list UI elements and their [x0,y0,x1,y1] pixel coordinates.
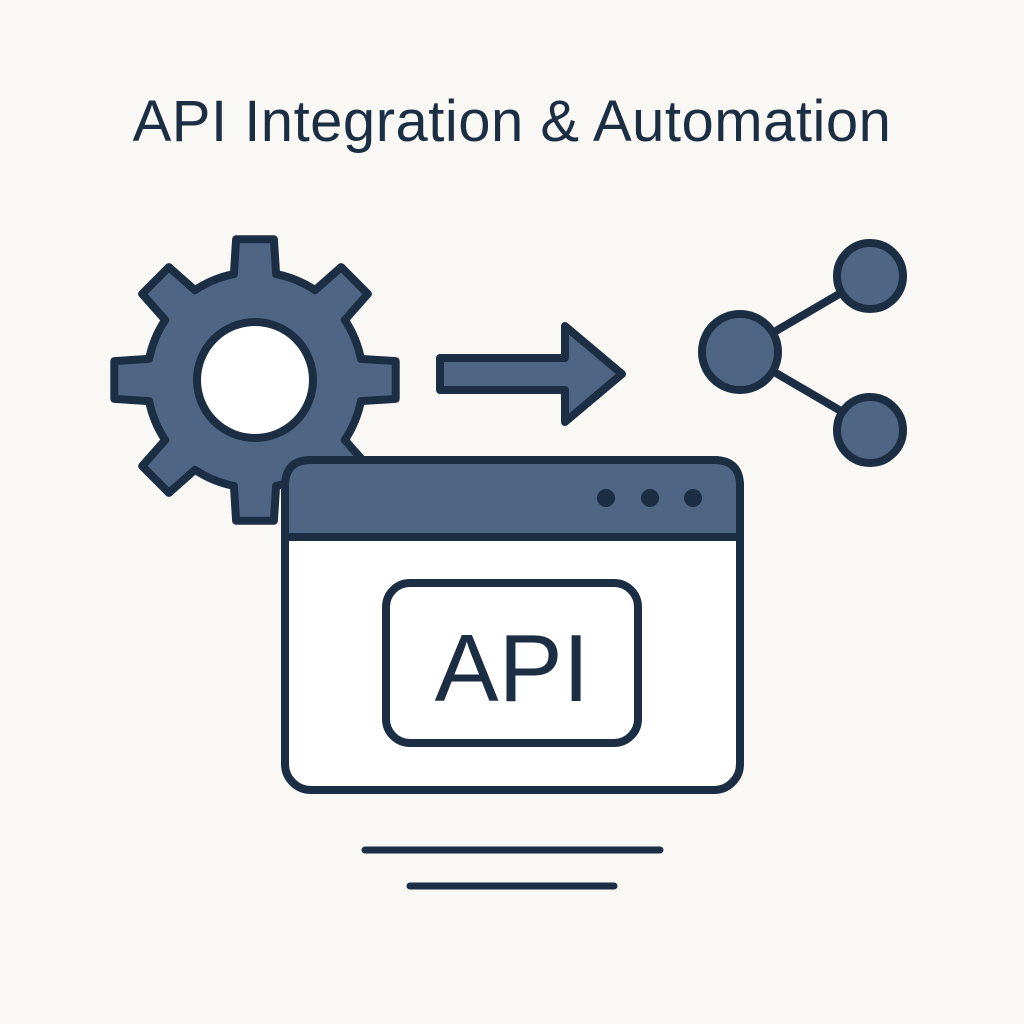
api-badge [382,579,642,747]
browser-window-icon: API [281,456,744,794]
arrow-right-icon [436,322,626,426]
page-title: API Integration & Automation [132,89,892,154]
api-label: API [435,615,590,722]
window-dot [684,489,702,507]
window-dot [641,489,659,507]
share-icon [698,239,907,467]
gear-icon [110,235,400,525]
window-dot [597,489,615,507]
